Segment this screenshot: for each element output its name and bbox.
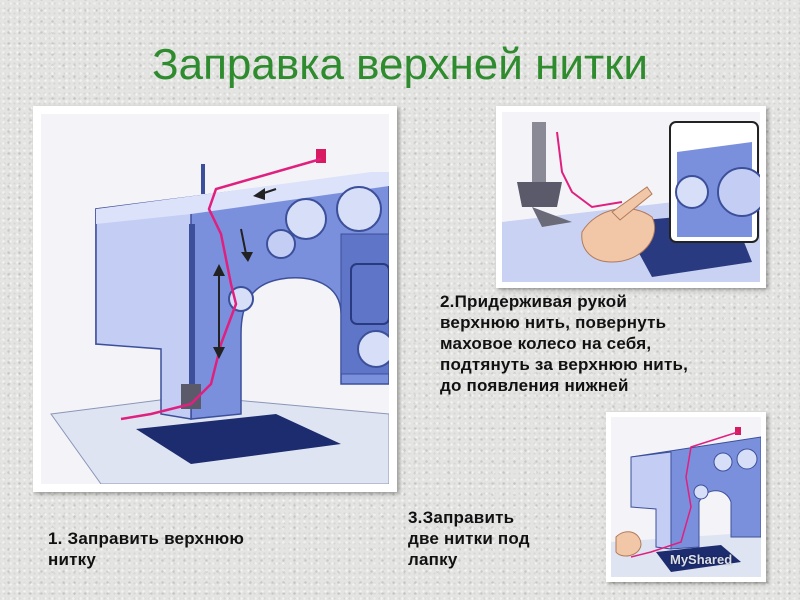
presser-foot-hand-drawing: [502, 112, 760, 282]
illustration-threading-machine: [33, 106, 397, 492]
step-1-caption: 1. Заправить верхнюю нитку: [48, 529, 245, 569]
sewing-machine-drawing: [41, 114, 389, 484]
watermark-logo: MyShared: [670, 552, 733, 567]
step-3-caption: 3.Заправить две нитки под лапку: [408, 508, 530, 569]
illustration-threads-under-foot: [606, 412, 766, 582]
illustration-pull-bobbin-thread: [496, 106, 766, 288]
step-2-caption: 2.Придерживая рукой верхнюю нить, поверн…: [440, 292, 689, 395]
small-machine-drawing: [611, 417, 761, 577]
slide-title: Заправка верхней нитки: [152, 40, 648, 89]
